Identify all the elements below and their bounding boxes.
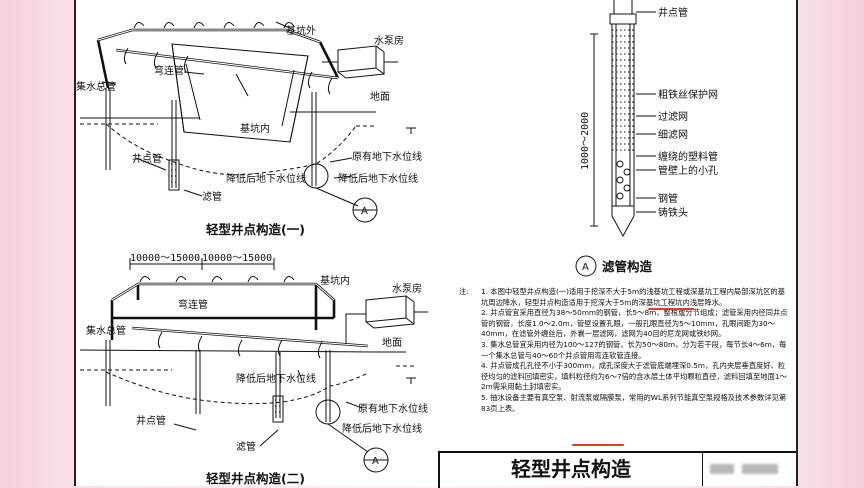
detail-well-label: 井点管 — [658, 6, 688, 19]
fig1-detail-marker: A — [361, 206, 368, 217]
fig1-outside-label: 基坑外 — [286, 24, 316, 37]
detail-cast-label: 铸铁头 — [658, 206, 688, 219]
fig1-orig-water-label: 原有地下水位线 — [352, 150, 422, 163]
redacted-mark-1 — [710, 464, 734, 474]
detail-steel-label: 钢管 — [658, 192, 678, 205]
fig2-header-label: 集水总管 — [86, 324, 126, 337]
fig1-inside-label: 基坑内 — [240, 122, 270, 135]
detail-filter-label: 过滤网 — [658, 110, 688, 123]
fig1-elbow-label: 弯连管 — [154, 64, 184, 77]
fig2-inside-label: 基坑内 — [320, 274, 350, 287]
title-block: 轻型井点构造 — [438, 451, 796, 488]
fig2-orig-water-label: 原有地下水位线 — [358, 402, 428, 415]
notes-body: 1. 本图中轻型井点构造(一)适用于挖深不大于5m的浅基坑工程或深基坑工程内局部… — [481, 287, 791, 414]
redacted-mark-2 — [742, 464, 778, 474]
notes-head: 注: — [459, 287, 469, 296]
detail-fine-label: 细滤网 — [658, 128, 688, 141]
fig2-lowered-water-label-2: 降低后地下水位线 — [342, 422, 422, 435]
title-block-title: 轻型井点构造 — [440, 453, 703, 486]
fig2-dim-2: 10000～15000 — [202, 253, 272, 264]
detail-marker: A — [582, 262, 589, 273]
fig1-drawing — [80, 21, 416, 223]
fig1-pump-label: 水泵房 — [374, 34, 404, 47]
fig2-filter-label: 滤管 — [236, 440, 256, 453]
fig1-lowered-water-label-2: 降低后地下水位线 — [338, 172, 418, 185]
note-item: 5. 抽水设备主要有真空泵、射流泵或隔膜泵，常用的WL系列节能真空泵规格及技术参… — [481, 392, 787, 413]
detail-dimension: 1000～2000 — [580, 112, 591, 170]
drawing-svg: 弯连管 基坑外 水泵房 集水总管 地面 基坑内 井点管 原有地下水位线 降低后地… — [76, 0, 718, 486]
fig1-header-label: 集水总管 — [76, 80, 116, 93]
fig2-pump-label: 水泵房 — [392, 282, 422, 295]
note-item: 4. 井点管成孔孔径不小于300mm，成孔深度大于滤管底端埋深0.5m，孔内夹层… — [481, 361, 787, 392]
fig2-dim-1: 10000～15000 — [130, 253, 200, 264]
highlight-underline-1 — [648, 308, 694, 310]
fig1-lowered-water-label: 降低后地下水位线 — [226, 172, 306, 185]
detail-holes-label: 管壁上的小孔 — [658, 164, 718, 177]
detail-spiral-label: 缠绕的塑料管 — [658, 150, 718, 163]
fig2-ground-label: 地面 — [382, 336, 402, 349]
fig2-caption: 轻型井点构造(二) — [206, 471, 305, 486]
detail-coarse-label: 粗铁丝保护网 — [658, 88, 718, 101]
highlight-underline-2 — [572, 444, 624, 446]
note-item: 3. 集水总管宜采用内径为100～127的钢管，长为50～80m，分为若干段，每… — [481, 339, 787, 360]
fig2-elbow-label: 弯连管 — [178, 298, 208, 311]
fig2-lowered-water-label: 降低后地下水位线 — [236, 372, 316, 385]
fig2-detail-marker: A — [372, 456, 379, 467]
fig2-drawing — [79, 258, 428, 473]
note-item: 2. 井点管宜采用直径为38～50mm的钢管，长5～8m，整根或分节组成；滤管采… — [481, 308, 788, 339]
fig1-well-label: 井点管 — [132, 152, 162, 165]
fig1-ground-label: 地面 — [370, 90, 390, 103]
note-item: 1. 本图中轻型井点构造(一)适用于挖深不大于5m的浅基坑工程或深基坑工程内局部… — [481, 287, 786, 307]
detail-caption: 滤管构造 — [602, 259, 653, 274]
detail-a-drawing — [575, 0, 656, 277]
fig2-well-label: 井点管 — [136, 414, 166, 427]
fig1-caption: 轻型井点构造(一) — [206, 222, 305, 237]
fig1-filter-label: 滤管 — [202, 190, 222, 203]
drawing-sheet: 弯连管 基坑外 水泵房 集水总管 地面 基坑内 井点管 原有地下水位线 降低后地… — [74, 0, 798, 488]
